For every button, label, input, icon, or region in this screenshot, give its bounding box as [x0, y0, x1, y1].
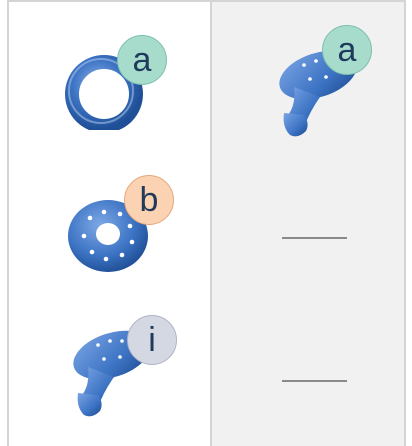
source-item-gellhorn[interactable]: i [60, 315, 185, 430]
target-slot-1[interactable]: a [262, 25, 387, 145]
column-divider [210, 0, 212, 446]
badge-a: a [322, 25, 372, 75]
slot-1-badge-label: a [338, 33, 357, 67]
target-slot-2[interactable] [282, 237, 347, 239]
source-item-donut[interactable]: b [60, 175, 180, 280]
frame-border-right [404, 0, 406, 446]
frame-border-left [7, 0, 9, 446]
badge-i: i [127, 315, 177, 365]
badge-b-label: b [140, 183, 159, 217]
target-slot-3[interactable] [282, 380, 347, 382]
frame-border-top [7, 0, 406, 2]
badge-a: a [117, 35, 167, 85]
badge-i-label: i [148, 323, 156, 357]
source-item-ring[interactable]: a [60, 35, 180, 135]
badge-b: b [124, 175, 174, 225]
badge-a-label: a [133, 43, 152, 77]
